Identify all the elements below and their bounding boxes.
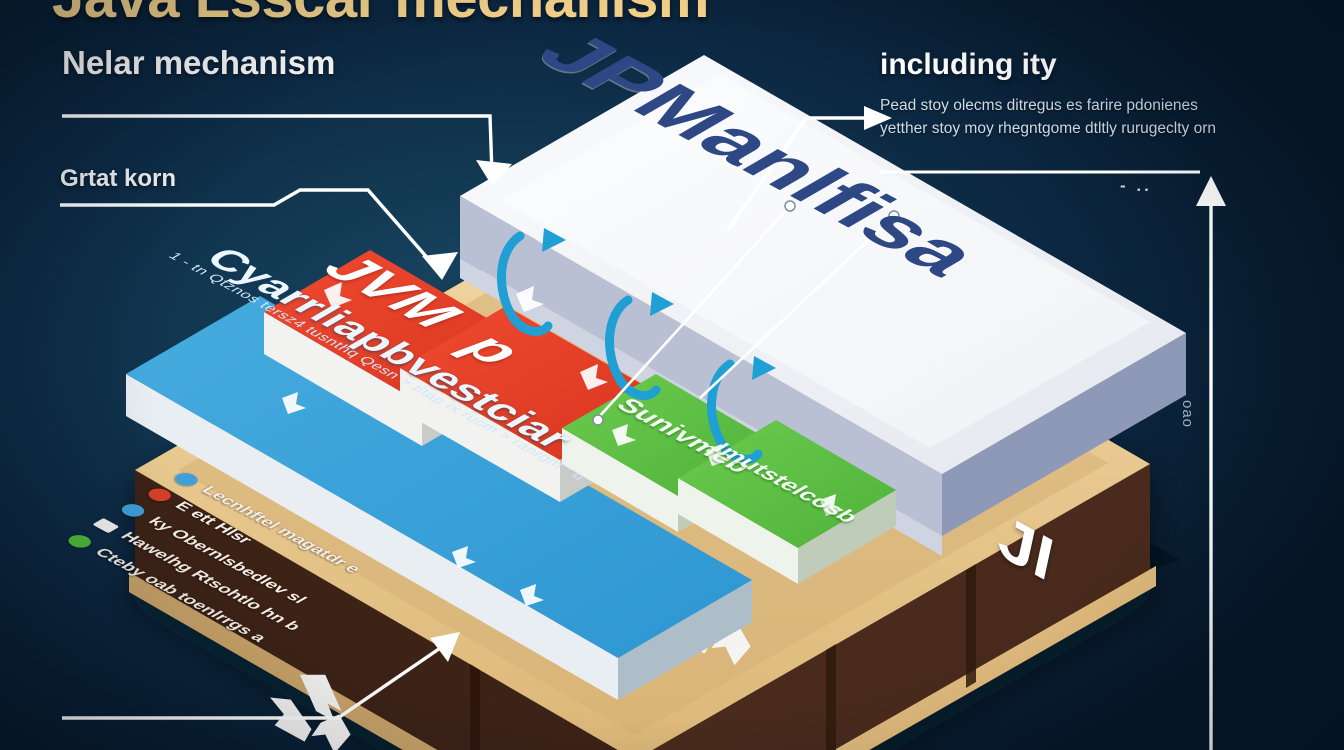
measure-arrowhead xyxy=(1196,176,1226,206)
left-callout-label: Grtat korn xyxy=(60,165,177,192)
right-section-heading: including ity xyxy=(880,48,1057,81)
right-body-line-2: yetther stoy moy rhegntgome dtltly rurug… xyxy=(880,120,1216,138)
measure-axis-label: oao xyxy=(1179,400,1196,429)
arrowhead-grtat xyxy=(422,252,458,280)
page-title: Java Lsscar mechanism xyxy=(52,0,709,31)
left-section-heading: Nelar mechanism xyxy=(62,44,336,81)
right-section-body: Pead stoy olecms ditregus es farire pdon… xyxy=(880,94,1310,141)
right-body-line-1: Pead stoy olecms ditregus es farire pdon… xyxy=(880,97,1198,114)
scale-tick-dots: - .. xyxy=(1120,176,1152,195)
